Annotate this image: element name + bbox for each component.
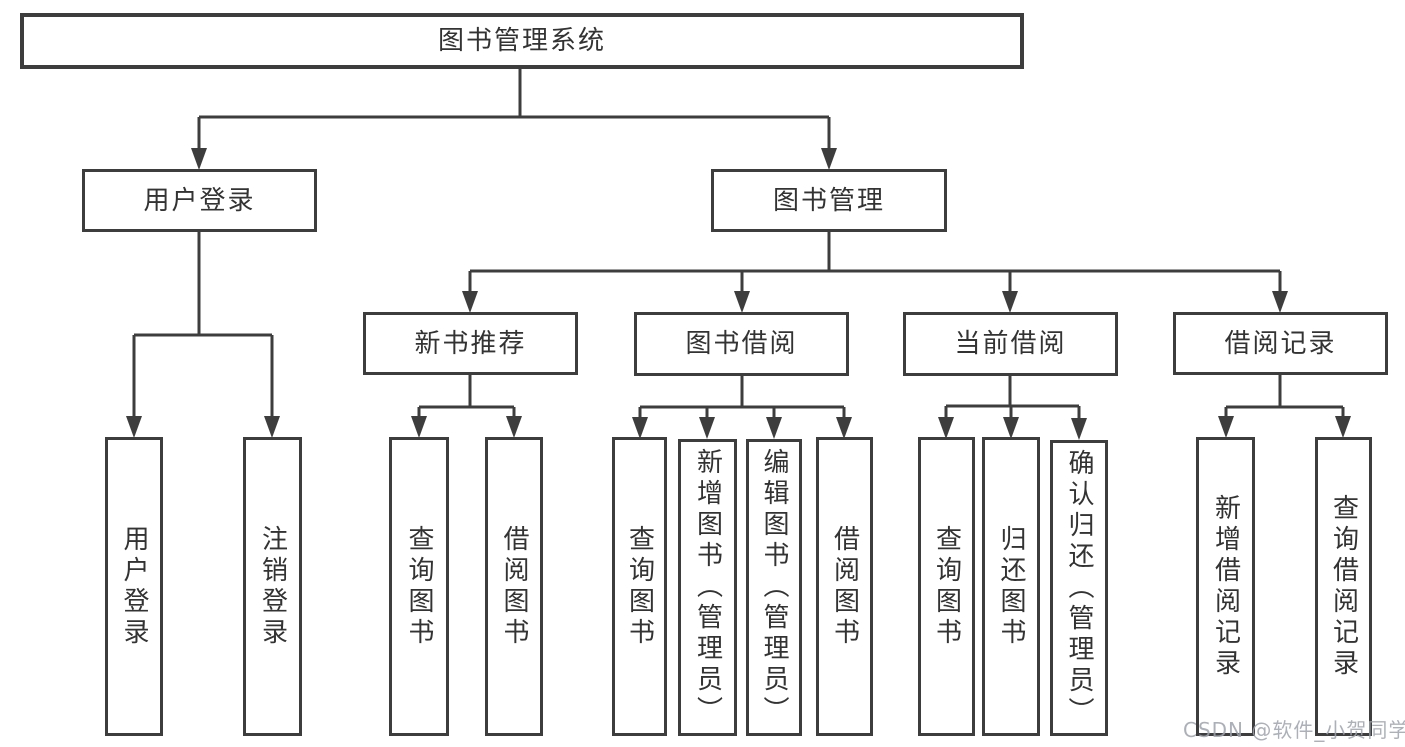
node-label: 借阅图书 [499,524,529,649]
node-user-login-leaf: 用户登录 [105,437,163,736]
arrowhead [734,291,750,313]
node-label: 查询借阅记录 [1328,493,1359,680]
arrowhead [938,417,954,439]
node-label: 新增借阅记录 [1210,493,1241,680]
node-label: 新书推荐 [414,328,527,359]
arrowheads [126,148,1351,440]
arrowhead [632,417,648,439]
node-label: 确认归还（管理员） [1064,448,1094,728]
csdn-watermark: CSDN @软件_小贺同学 [1183,718,1405,742]
node-library-management-system: 图书管理系统 [20,13,1024,69]
node-borrow-records: 借阅记录 [1173,312,1388,375]
node-confirm-return-admin: 确认归还（管理员） [1050,440,1108,736]
node-label: 新增图书（管理员） [692,448,723,727]
node-label: 归还图书 [996,524,1026,649]
node-book-management: 图书管理 [711,169,947,232]
node-label: 查询图书 [931,524,962,649]
connector-root-to-level2 [197,69,831,150]
connector-book-mgmt-children [468,232,1282,293]
node-borrow-books-leaf: 借阅图书 [816,437,873,736]
node-query-borrow-record: 查询借阅记录 [1315,437,1372,736]
node-return-books: 归还图书 [982,437,1040,736]
arrowhead [191,148,207,170]
node-label: 当前借阅 [954,329,1067,359]
node-label: 注销登录 [257,524,288,649]
arrowhead [821,148,837,170]
arrowhead [506,416,522,438]
arrowhead [836,417,852,439]
node-label: 借阅记录 [1224,328,1337,359]
node-borrow-books-recommend: 借阅图书 [485,437,543,736]
node-query-books-recommend: 查询图书 [389,437,449,736]
node-label: 图书借阅 [685,329,798,359]
node-label: 查询图书 [404,524,434,649]
node-label: 用户登录 [143,185,256,216]
node-label: 图书管理系统 [437,26,606,56]
node-book-borrow: 图书借阅 [634,312,849,376]
node-label: 编辑图书（管理员） [759,448,789,727]
connector-current-borrow-children [944,375,1081,418]
arrowhead [1002,291,1018,313]
arrowhead [699,417,715,439]
arrowhead [462,291,478,313]
connector-user-login-children [132,232,274,418]
arrowhead [1272,291,1288,313]
connector-borrow-records-children [1224,375,1345,418]
arrowhead [264,416,280,438]
node-logout: 注销登录 [243,437,302,736]
arrowhead [1218,416,1234,438]
arrowhead [1335,416,1351,438]
node-new-book-recommend: 新书推荐 [363,312,578,375]
connector-book-borrow-children [638,375,846,418]
arrowhead [1071,418,1087,440]
arrowhead [411,416,427,438]
node-add-books-admin: 新增图书（管理员） [678,439,737,736]
node-user-login: 用户登录 [82,169,317,232]
node-label: 查询图书 [624,524,655,649]
node-edit-books-admin: 编辑图书（管理员） [746,439,802,736]
node-query-books-current: 查询图书 [918,437,975,736]
arrowhead [766,417,782,439]
node-label: 图书管理 [772,185,885,216]
arrowhead [1003,417,1019,439]
node-current-borrow: 当前借阅 [903,312,1118,376]
node-label: 借阅图书 [829,524,860,649]
node-label: 用户登录 [119,524,149,649]
arrowhead [126,416,142,438]
node-query-books-borrow: 查询图书 [612,437,667,736]
node-add-borrow-record: 新增借阅记录 [1196,437,1255,736]
connector-new-books-children [417,375,516,418]
